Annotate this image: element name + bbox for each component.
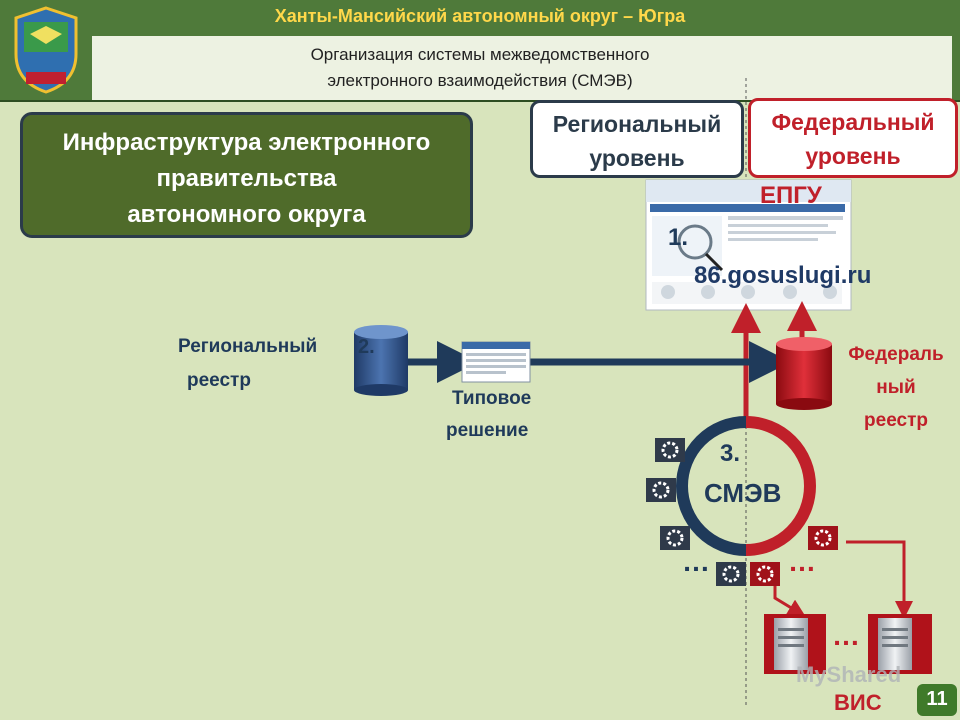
watermark: MyShared	[796, 662, 902, 687]
typical-solution-line1: Типовое	[452, 388, 532, 409]
header-subtitle-line2: электронного взаимодействия (СМЭВ)	[327, 71, 633, 90]
smev-number: 3.	[720, 440, 741, 467]
dots-federal: …	[788, 546, 816, 577]
infrastructure-line2: правительства	[156, 165, 337, 192]
regional-level-box: Региональный уровень	[530, 100, 744, 178]
page-number: 11	[926, 688, 948, 710]
federal-registry-label: Федераль ный реестр	[834, 338, 958, 437]
dots-servers: …	[832, 620, 860, 651]
regional-level-line2: уровень	[589, 145, 685, 171]
typical-solution-line2: решение	[446, 420, 529, 441]
gear-icon	[716, 562, 746, 586]
regional-registry-line1: Региональный	[178, 336, 318, 357]
federal-level-box: Федеральный уровень	[748, 98, 958, 178]
smev-label: СМЭВ	[704, 478, 782, 508]
typical-solution-icon	[461, 341, 531, 383]
page-number-badge	[917, 684, 957, 716]
vis-label: ВИС	[834, 690, 882, 715]
vis-server-icon	[764, 614, 826, 674]
infrastructure-line1: Инфраструктура электронного	[62, 129, 431, 156]
gear-icon	[750, 562, 780, 586]
infrastructure-box: Инфраструктура электронного правительств…	[20, 112, 473, 238]
gear-to-server-arrow	[773, 586, 806, 617]
vis-server-icon	[868, 614, 932, 674]
gear-icon	[655, 438, 685, 462]
regional-level-line1: Региональный	[552, 111, 722, 137]
federal-level-line2: уровень	[805, 143, 901, 169]
header-title-strip	[92, 0, 960, 36]
federal-registry-database-icon	[776, 337, 832, 410]
gear-icon	[646, 478, 676, 502]
epgu-label: ЕПГУ	[760, 182, 822, 209]
epgu-number: 1.	[668, 224, 689, 251]
header-subtitle-line1: Организация системы межведомственного	[310, 45, 650, 64]
coat-of-arms-icon	[14, 6, 78, 94]
header-title: Ханты-Мансийский автономный округ – Югра	[274, 6, 686, 26]
gear-icon	[808, 526, 838, 550]
registry-number: 2.	[358, 336, 375, 358]
smev-ring-regional	[676, 416, 747, 556]
regional-registry-database-icon	[354, 325, 408, 396]
federal-registry-line1: Федераль	[848, 344, 944, 365]
federal-level-line1: Федеральный	[771, 109, 935, 135]
gear-icon	[660, 526, 690, 550]
epgu-screenshot	[645, 179, 852, 311]
federal-registry-line2: ный	[876, 377, 916, 398]
smev-ring-federal	[745, 416, 816, 556]
infrastructure-line3: автономного округа	[127, 201, 366, 228]
gear-to-server-arrow-2	[846, 540, 913, 619]
regional-registry-line2: реестр	[187, 370, 251, 391]
header-subtitle: Организация системы межведомственного эл…	[100, 42, 860, 94]
epgu-site: 86.gosuslugi.ru	[694, 262, 872, 289]
federal-registry-line3: реестр	[864, 410, 928, 431]
dots-regional: …	[682, 546, 710, 577]
